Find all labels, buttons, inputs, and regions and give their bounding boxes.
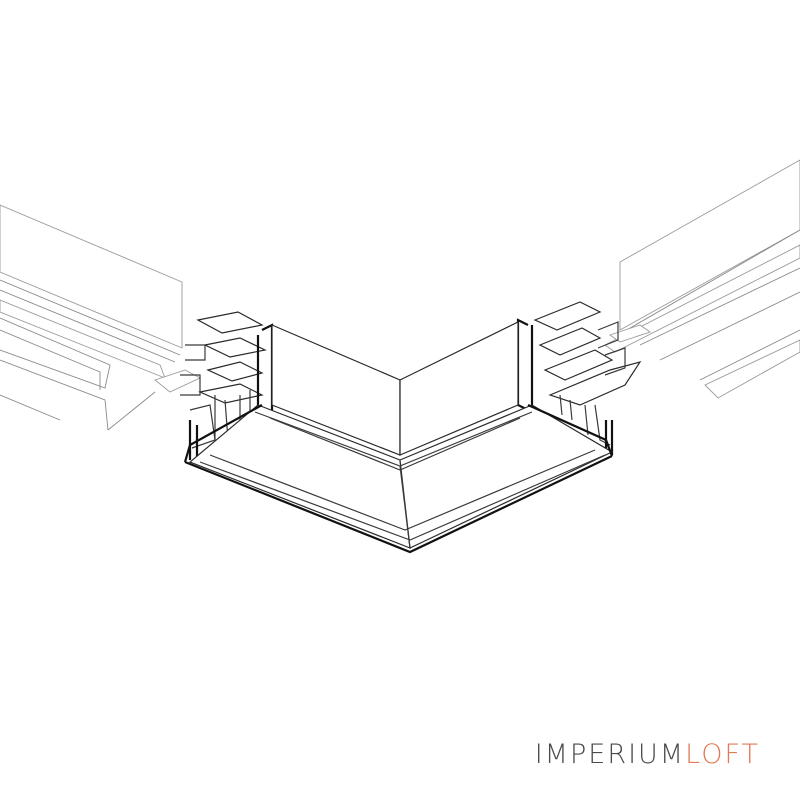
- brand-name-part1: IMPERIUM: [534, 739, 686, 770]
- right-brackets: [516, 301, 642, 455]
- right-profile: [604, 159, 800, 399]
- brand-watermark: IMPERIUMLOFT: [535, 739, 760, 770]
- brand-name-part2: LOFT: [685, 739, 760, 770]
- corner-body: [183, 321, 614, 554]
- left-profile: [0, 204, 202, 431]
